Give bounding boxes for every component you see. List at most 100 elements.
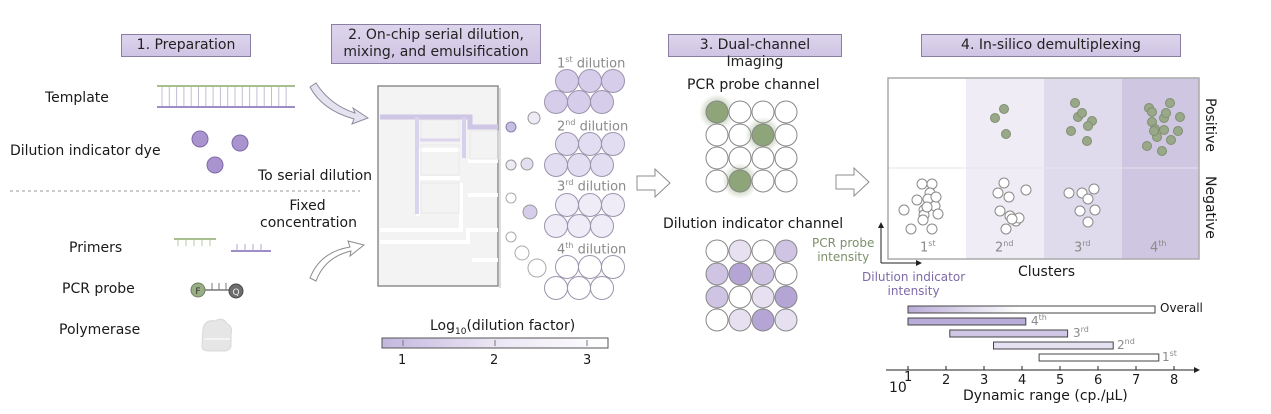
range-x-tick-label: 8: [1170, 373, 1179, 388]
cluster-num: 4: [1150, 240, 1159, 256]
dilution-label-2: 2nd dilution: [557, 118, 628, 134]
probe-label: PCR probe: [62, 281, 135, 297]
range-x-tick-label: 7: [1132, 373, 1141, 388]
range-sup: th: [1038, 313, 1047, 322]
positive-dot: [1149, 126, 1159, 136]
negative-dot: [917, 214, 929, 226]
negative-dot: [911, 194, 923, 206]
colorbar-title-sub: 10: [455, 326, 467, 337]
negative-dot: [1088, 183, 1100, 195]
negative-dot: [916, 178, 928, 190]
cluster-num: 2: [995, 240, 1004, 256]
dilution-num: 1: [557, 56, 566, 72]
indicator-droplet: [774, 285, 798, 309]
indicator-droplet: [728, 239, 752, 263]
polymerase-label: Polymerase: [59, 322, 141, 338]
negative-dot: [1082, 216, 1094, 228]
fixed-label: Fixed concentration: [260, 198, 357, 232]
positive-dot: [1173, 126, 1183, 136]
droplet: [601, 255, 625, 279]
dilution-num: 3: [557, 179, 566, 195]
x-axis-line2: intensity: [887, 284, 940, 298]
negative-droplet: [774, 169, 798, 193]
range-label-4th: 4th: [1031, 313, 1047, 328]
indicator-droplet: [705, 262, 729, 286]
droplet: [527, 111, 541, 125]
positive-droplet: [751, 123, 775, 147]
range-num: 4: [1031, 314, 1039, 328]
negative-dot: [905, 223, 917, 235]
indicator-droplet: [728, 285, 752, 309]
fixed-line1: Fixed: [289, 198, 326, 214]
droplet: [527, 258, 547, 278]
colorbar-tick-3: 3: [583, 353, 592, 368]
exit-droplets: [505, 111, 547, 278]
negative-dot: [930, 191, 942, 203]
fixed-line2: concentration: [260, 215, 357, 231]
indicator-droplet: [705, 285, 729, 309]
positive-dot: [999, 104, 1009, 114]
cluster-label-3: 3rd: [1074, 239, 1091, 255]
stage-title-preparation: 1. Preparation: [121, 34, 251, 57]
negative-dot: [992, 187, 1004, 199]
range-bar-1st: [1038, 353, 1160, 362]
primers-icon: [174, 238, 271, 252]
pcr-probe-icon: F Q: [190, 282, 244, 299]
colorbar-title: Log10(dilution factor): [430, 318, 575, 337]
droplet: [601, 132, 625, 156]
droplet: [590, 153, 614, 177]
axis-arrowhead: [1194, 367, 1200, 373]
dynamic-range-chart: [886, 305, 1200, 373]
negative-droplet: [774, 146, 798, 170]
cluster-label-1: 1st: [920, 239, 936, 255]
negative-dot: [926, 223, 938, 235]
droplet: [505, 159, 517, 171]
positive-dot: [1165, 98, 1175, 108]
positive-droplet: [728, 169, 752, 193]
dilution-num: 4: [557, 242, 566, 258]
negative-dot: [1082, 193, 1094, 205]
cluster-sup: rd: [1082, 239, 1091, 248]
negative-droplet: [705, 123, 729, 147]
dilution-text: dilution: [577, 179, 627, 195]
droplet: [590, 276, 614, 300]
probe-f-label: F: [195, 287, 200, 297]
positive-dot: [1077, 108, 1087, 118]
indicator-droplet: [774, 239, 798, 263]
template-dna-icon: [157, 85, 295, 108]
range-bar-3rd: [949, 329, 1069, 338]
range-num: 2: [1117, 338, 1125, 352]
positive-dot: [1070, 98, 1080, 108]
droplet: [505, 121, 517, 133]
negative-droplet: [728, 100, 752, 124]
dilution-sup: st: [565, 55, 573, 64]
negative-droplet: [751, 169, 775, 193]
range-x-tick-label: 5: [1056, 373, 1065, 388]
range-x-base: 10: [889, 380, 907, 396]
positive-dot: [1066, 126, 1076, 136]
droplet: [505, 192, 517, 204]
negative-droplet: [751, 146, 775, 170]
negative-dot: [932, 208, 944, 220]
range-sup: nd: [1124, 337, 1135, 346]
stage-title-demux: 4. In-silico demultiplexing: [921, 34, 1181, 57]
stage-title-on-chip-line2: mixing, and emulsification: [343, 44, 529, 60]
stage-title-on-chip-line1: 2. On-chip serial dilution,: [348, 27, 524, 43]
dilution-sup: rd: [565, 178, 574, 187]
range-x-tick-label: 3: [980, 373, 989, 388]
droplet: [590, 90, 614, 114]
colorbar-title-post: (dilution factor): [466, 318, 576, 334]
negative-droplet: [774, 123, 798, 147]
droplet: [514, 245, 530, 261]
range-x-tick-label: 1: [904, 370, 913, 385]
to-serial-label: To serial dilution: [258, 168, 373, 184]
negative-dot: [1074, 205, 1086, 217]
probe-channel-title: PCR probe channel: [687, 77, 820, 93]
positive-dot: [1175, 112, 1185, 122]
negative-dot: [994, 205, 1006, 217]
polymerase-icon: [201, 318, 232, 352]
positive-dot: [990, 113, 1000, 123]
range-bar-4th: [907, 317, 1027, 326]
cluster-sup: nd: [1003, 239, 1014, 248]
negative-dot: [998, 177, 1010, 189]
